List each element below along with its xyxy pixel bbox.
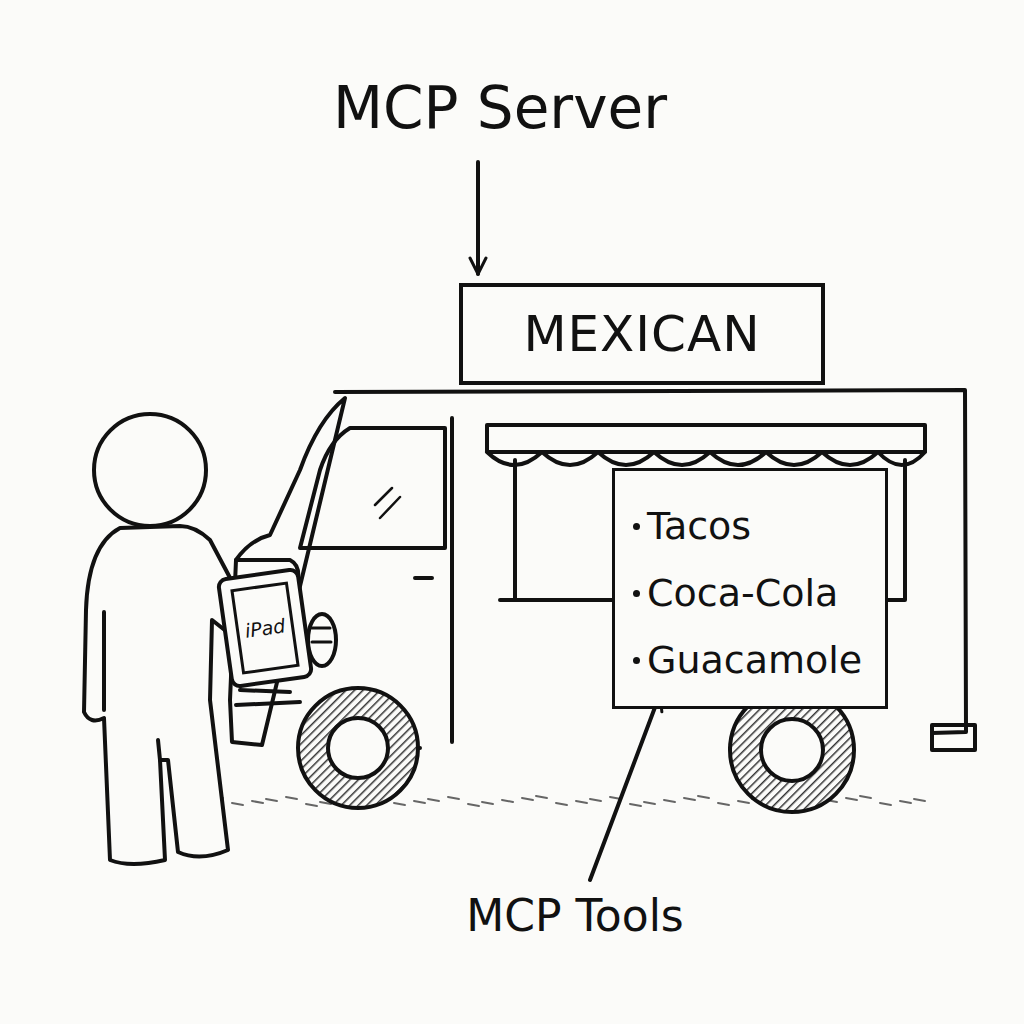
server-arrow xyxy=(476,162,480,274)
device-label: iPad xyxy=(243,614,286,641)
rear-hub xyxy=(761,719,823,781)
ipad-screen: iPad xyxy=(230,581,299,674)
awning xyxy=(487,425,925,465)
server-label: MCP Server xyxy=(333,74,667,142)
person-hand xyxy=(308,614,336,666)
truck-window xyxy=(300,428,445,548)
front-wheel xyxy=(298,688,418,808)
ipad-device: iPad xyxy=(216,567,315,690)
person-head xyxy=(94,414,206,526)
hand-fingers xyxy=(312,628,331,642)
menu-item: Guacamole xyxy=(633,627,871,694)
tools-label: MCP Tools xyxy=(466,890,684,941)
menu-board: TacosCoca-ColaGuacamole xyxy=(612,468,888,709)
person-arm xyxy=(104,612,160,760)
truck-door xyxy=(415,418,452,742)
tools-arrow xyxy=(590,694,660,880)
window-glint xyxy=(375,488,400,518)
front-hub xyxy=(328,718,388,778)
bullet-dot xyxy=(633,590,640,597)
truck-bumper xyxy=(932,725,975,750)
sign-title: MEXICAN xyxy=(523,305,760,363)
menu-item: Tacos xyxy=(633,493,871,560)
bullet-dot xyxy=(633,523,640,530)
menu-item: Coca-Cola xyxy=(633,560,871,627)
sign-box: MEXICAN xyxy=(459,283,825,385)
bullet-dot xyxy=(633,657,640,664)
